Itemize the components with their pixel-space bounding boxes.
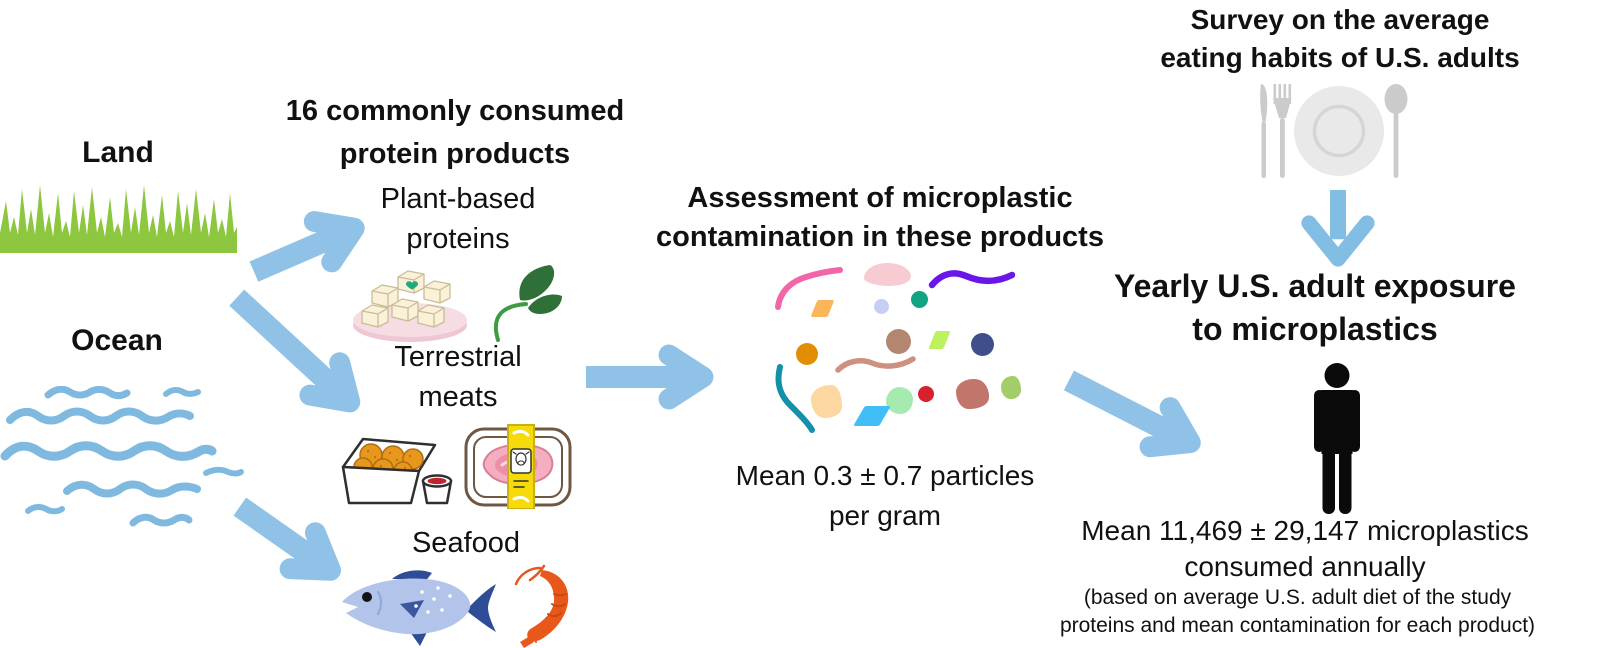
bead-red — [918, 386, 934, 402]
fragment-lightgreen — [886, 387, 913, 414]
exposure-mean-label: Mean 11,469 ± 29,147 microplastics consu… — [1081, 515, 1529, 582]
bead-navy — [971, 333, 994, 356]
survey-heading: Survey on the average eating habits of U… — [1160, 4, 1520, 73]
place-setting-icon — [1260, 84, 1408, 178]
steak-package-icon — [464, 424, 572, 509]
heart-garnish — [406, 281, 418, 290]
exposure-note: (based on average U.S. adult diet of the… — [1059, 586, 1536, 637]
fish-icon — [342, 570, 496, 646]
microplastic-particles — [750, 255, 1050, 450]
fragment-pink — [864, 263, 911, 286]
person-icon — [1314, 363, 1360, 514]
seedling-icon — [493, 265, 562, 342]
bead-brown — [886, 329, 911, 354]
tofu-plate-icon — [353, 270, 467, 342]
arrow-survey-to-exposure — [1301, 190, 1375, 267]
fragment-brown — [956, 379, 989, 409]
fragment-green-small — [1001, 376, 1021, 399]
bead-orange — [796, 343, 818, 365]
plant-based-label: Plant-based proteins — [380, 183, 536, 255]
exposure-heading: Yearly U.S. adult exposure to microplast… — [1114, 268, 1516, 347]
fragment-cream — [811, 385, 842, 418]
seafood-label: Seafood — [411, 527, 521, 559]
fiber-salmon — [835, 356, 916, 373]
fiber-teal — [775, 364, 815, 433]
fiber-purple — [928, 270, 1016, 289]
arrow-land-ocean-to-meats — [229, 289, 361, 413]
land-label: Land — [82, 136, 154, 169]
ocean-label: Ocean — [71, 324, 163, 357]
ocean-waves-icon — [0, 386, 244, 527]
terrestrial-meats-label: Terrestrial meats — [394, 341, 522, 413]
nugget-box-icon — [341, 437, 453, 505]
arrow-land-to-plant — [249, 211, 365, 282]
bead-green — [911, 291, 928, 308]
bead-lavender — [874, 299, 889, 314]
shrimp-icon — [514, 564, 569, 648]
particle-fibers — [775, 267, 1016, 433]
arrow-proteins-to-assessment — [586, 344, 714, 410]
assessment-heading: Assessment of microplastic contamination… — [656, 182, 1104, 253]
assessment-mean-label: Mean 0.3 ± 0.7 particles per gram — [735, 460, 1035, 531]
arrow-ocean-to-seafood — [233, 497, 341, 581]
protein-products-heading: 16 commonly consumed protein products — [285, 95, 625, 170]
grass-icon — [0, 185, 237, 253]
arrow-assessment-to-exposure — [1063, 370, 1201, 458]
fiber-pink — [775, 267, 843, 310]
